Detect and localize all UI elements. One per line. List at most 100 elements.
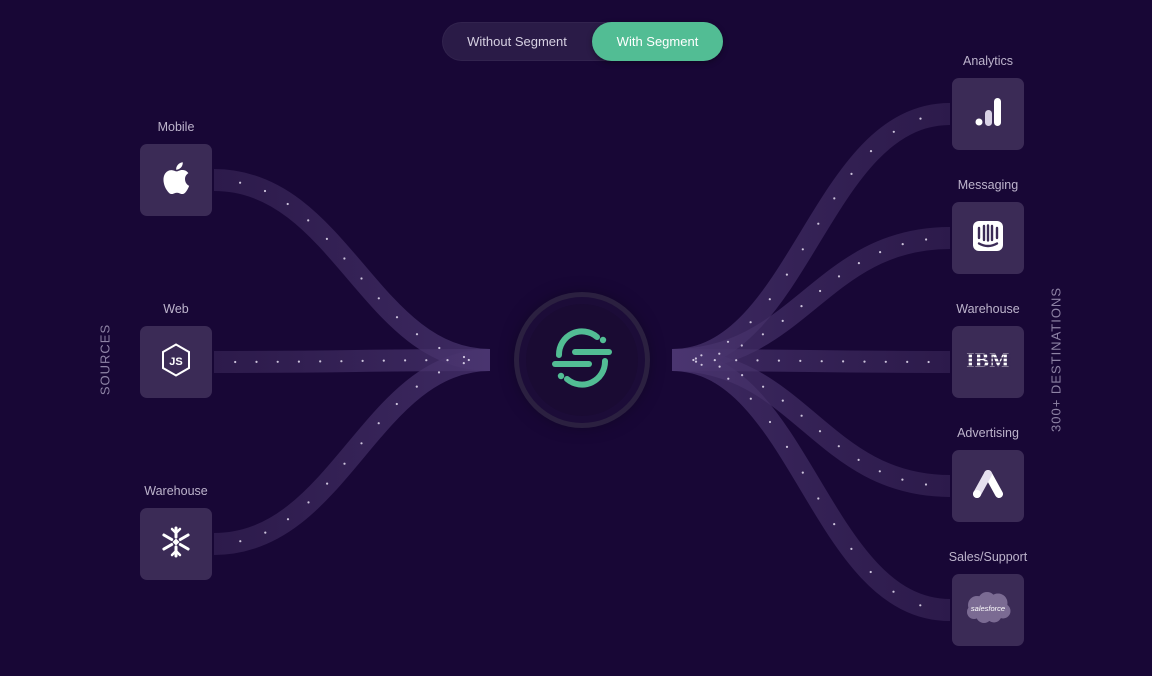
flow-dot (857, 262, 861, 265)
flow-dot (694, 357, 698, 360)
flow-dot (343, 462, 346, 465)
svg-text:JS: JS (169, 356, 182, 368)
source-label: Mobile (157, 120, 195, 134)
flow-dot (785, 445, 789, 448)
flow-dot (850, 547, 853, 551)
flow-dot (255, 360, 258, 363)
source-tile-web[interactable]: JS (140, 326, 212, 398)
flow-dot (727, 377, 730, 380)
flow-dot (438, 346, 441, 350)
segment-toggle: Without Segment With Segment (442, 22, 723, 61)
flow-dot (735, 359, 738, 362)
flow-dot (785, 273, 789, 276)
flow-dot (756, 359, 759, 362)
flow-dot (307, 501, 310, 504)
destination-tile-warehouse[interactable]: IBM (952, 326, 1024, 398)
intercom-icon (972, 220, 1004, 257)
source-tile-warehouse[interactable] (140, 508, 212, 580)
flow-dot (326, 482, 329, 485)
flow-dot (801, 471, 804, 474)
destination-label: Analytics (962, 54, 1014, 68)
destination-flow-path (671, 349, 951, 621)
flow-dot (325, 237, 328, 240)
flow-dot (820, 360, 823, 363)
destination-label: Advertising (957, 426, 1019, 440)
flow-dot (906, 360, 909, 363)
source-flow-path (213, 349, 491, 555)
segment-logo-icon (549, 325, 615, 396)
flow-dot (360, 442, 363, 445)
destination-tile-analytics[interactable] (952, 78, 1024, 150)
flow-dot (799, 359, 802, 362)
flow-dot (817, 222, 820, 225)
flow-dot (869, 570, 872, 574)
salesforce-icon: salesforce (963, 590, 1013, 631)
flow-dot (234, 360, 237, 364)
flow-dot (343, 257, 346, 260)
flow-dot (878, 470, 881, 473)
salesforce-logo-text: salesforce (971, 604, 1005, 613)
flow-dot (800, 414, 803, 417)
flow-dot (919, 117, 922, 120)
flow-dot (741, 374, 744, 377)
source-tile-mobile[interactable] (140, 144, 212, 216)
flow-dot (276, 360, 279, 363)
segment-hub[interactable] (519, 297, 645, 423)
flow-dot (462, 362, 465, 365)
google-ads-icon (971, 469, 1005, 504)
flow-dot (382, 359, 385, 362)
without-segment-button[interactable]: Without Segment (467, 34, 567, 49)
flow-dot (700, 363, 703, 366)
flow-dot (857, 458, 860, 461)
flow-dot (726, 340, 730, 343)
flow-dot (837, 445, 840, 448)
source-flow-path (213, 169, 491, 371)
flow-dot (863, 360, 866, 363)
destination-label: Sales/Support (948, 550, 1028, 564)
flow-dot (781, 399, 784, 402)
flow-dot (869, 150, 873, 153)
flow-dot (740, 344, 743, 347)
destination-tile-advertising[interactable] (952, 450, 1024, 522)
flow-dot (892, 130, 895, 133)
flow-dot (833, 197, 836, 200)
with-segment-button[interactable]: With Segment (592, 22, 723, 61)
flow-dot (749, 397, 752, 400)
destination-tile-sales-support[interactable]: salesforce (952, 574, 1024, 646)
destination-tile-messaging[interactable] (952, 202, 1024, 274)
source-label: Warehouse (144, 484, 208, 498)
ibm-icon: IBM (965, 348, 1011, 376)
flow-dot (879, 251, 882, 254)
analytics-bars-icon (974, 96, 1002, 133)
flow-dot (919, 604, 922, 607)
flow-dot (239, 181, 242, 184)
flow-dot (800, 305, 803, 308)
flow-dot (818, 430, 822, 433)
flow-dot (884, 360, 887, 363)
flow-dot (713, 359, 716, 362)
flow-dot (801, 248, 804, 251)
flow-dot (892, 590, 895, 593)
flow-dot (819, 289, 822, 293)
flow-dot (924, 483, 928, 486)
flow-dot (307, 219, 310, 222)
flow-dot (781, 319, 784, 322)
flow-dot (694, 360, 698, 363)
destination-label: Messaging (957, 178, 1019, 192)
flow-dot (437, 371, 441, 374)
flow-dot (415, 333, 419, 336)
flow-dot (361, 359, 364, 362)
flow-dot (761, 333, 765, 336)
flow-dot (377, 422, 380, 425)
flow-dot (263, 189, 267, 193)
flow-dot (395, 402, 398, 406)
ibm-logo-text: IBM (966, 349, 1010, 371)
flow-dot (768, 420, 772, 424)
flow-dot (927, 360, 930, 364)
flow-dot (718, 365, 721, 368)
flow-dot (768, 298, 771, 301)
flow-dot (901, 243, 904, 246)
flow-dot (842, 360, 845, 363)
